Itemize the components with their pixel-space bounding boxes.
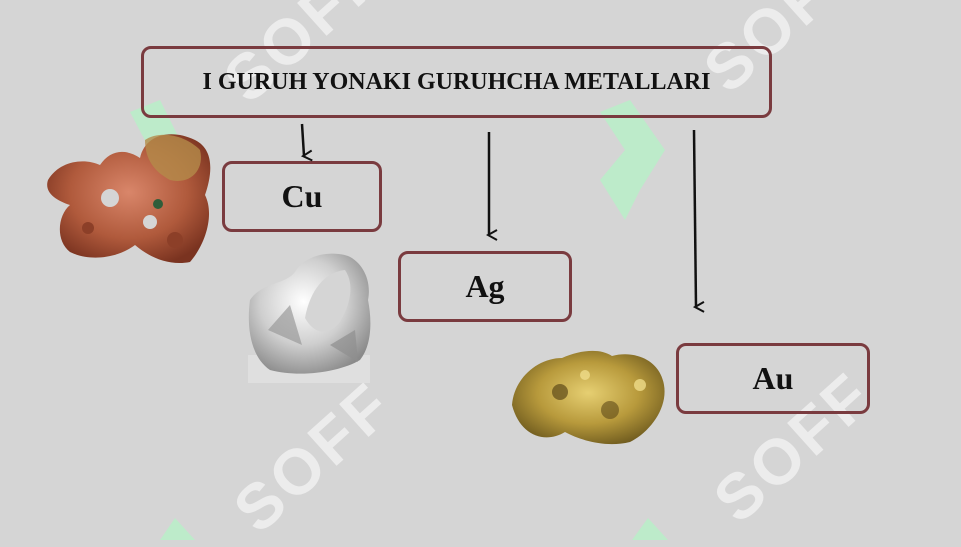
watermark-logo-icon [632,518,668,540]
element-symbol-au: Au [752,360,794,396]
element-box-ag: Ag [398,251,572,322]
diagram-title-box: I GURUH YONAKI GURUHCHA METALLARI [141,46,772,118]
silver-crystal-image [248,253,371,383]
arrow-to-cu [300,123,304,156]
element-symbol-ag: Ag [465,268,505,304]
watermark-logo-icon [600,100,665,220]
watermark-logo-icon [160,518,195,540]
diagram-title: I GURUH YONAKI GURUHCHA METALLARI [202,68,711,95]
element-box-cu: Cu [222,161,382,232]
copper-nugget-image [47,134,211,264]
arrow-to-au [692,129,696,307]
gold-nugget-image [512,350,665,445]
element-box-au: Au [676,343,870,414]
element-symbol-cu: Cu [281,178,323,214]
